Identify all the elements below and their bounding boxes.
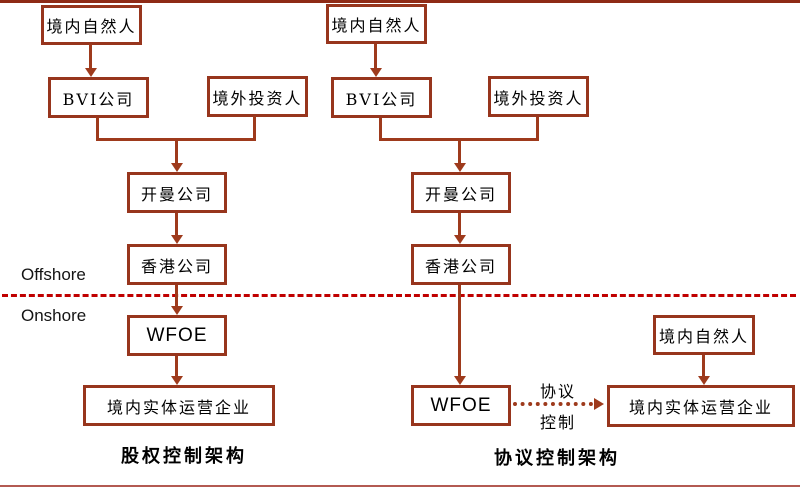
bottom-rule xyxy=(0,485,800,487)
node-left-cayman-company: 开曼公司 xyxy=(127,172,227,213)
arrow-vie-control-dotted-line xyxy=(513,402,593,406)
node-right-foreign-investor: 境外投资人 xyxy=(488,76,589,117)
arrow-right-cayman-to-hk-head xyxy=(454,235,466,244)
left-structure-title: 股权控制架构 xyxy=(121,446,247,467)
node-right-operating-entity-label: 境内实体运营企业 xyxy=(628,398,773,417)
node-right-bvi-company-label: BVI公司 xyxy=(345,89,418,109)
arrow-left-wfoe-to-entity-line xyxy=(175,356,178,376)
node-right-domestic-person-side-label: 境内自然人 xyxy=(658,327,749,346)
arrow-left-cayman-to-hk-line xyxy=(175,213,178,235)
node-right-domestic-person-side: 境内自然人 xyxy=(653,315,755,355)
top-accent-bar xyxy=(0,0,800,3)
arrow-right-hk-to-wfoe-head xyxy=(454,376,466,385)
node-left-hongkong-company: 香港公司 xyxy=(127,244,227,285)
arrow-right-merge-to-cayman-head xyxy=(454,163,466,172)
vie-control-label-line2: 控制 xyxy=(539,413,576,432)
arrow-right-person-to-bvi-head xyxy=(370,68,382,77)
connector-right-bvi-down xyxy=(379,118,382,141)
node-left-operating-entity: 境内实体运营企业 xyxy=(83,385,275,426)
node-right-domestic-person-top-label: 境内自然人 xyxy=(331,16,422,35)
right-structure-title: 协议控制架构 xyxy=(494,448,620,469)
arrow-right-person-to-entity-line xyxy=(702,355,705,376)
node-left-domestic-person: 境内自然人 xyxy=(41,5,142,45)
arrow-left-merge-to-cayman-head xyxy=(171,163,183,172)
connector-right-merge-bar xyxy=(379,138,539,141)
arrow-right-cayman-to-hk-line xyxy=(458,213,461,235)
node-right-operating-entity: 境内实体运营企业 xyxy=(607,385,795,427)
node-left-domestic-person-label: 境内自然人 xyxy=(46,17,137,36)
node-left-foreign-investor-label: 境外投资人 xyxy=(212,88,303,108)
node-left-hongkong-company-label: 香港公司 xyxy=(140,256,213,276)
node-left-bvi-company: BVI公司 xyxy=(48,77,149,118)
node-left-cayman-company-label: 开曼公司 xyxy=(140,184,213,204)
node-left-wfoe-label: WFOE xyxy=(146,324,208,346)
arrow-left-wfoe-to-entity-head xyxy=(171,376,183,385)
arrow-left-hk-to-wfoe-head xyxy=(171,306,183,315)
arrow-left-merge-to-cayman-line xyxy=(175,140,178,163)
node-right-wfoe-label: WFOE xyxy=(430,394,492,416)
node-left-foreign-investor: 境外投资人 xyxy=(207,76,308,117)
arrow-left-cayman-to-hk-head xyxy=(171,235,183,244)
node-right-cayman-company-label: 开曼公司 xyxy=(424,184,497,204)
arrow-left-person-to-bvi-head xyxy=(85,68,97,77)
node-right-wfoe: WFOE xyxy=(411,385,511,426)
offshore-onshore-divider xyxy=(2,294,796,297)
node-right-cayman-company: 开曼公司 xyxy=(411,172,511,213)
vie-control-label-line1: 协议 xyxy=(539,382,576,401)
node-right-hongkong-company: 香港公司 xyxy=(411,244,511,285)
connector-left-foreign-down xyxy=(253,116,256,141)
node-right-bvi-company: BVI公司 xyxy=(331,77,432,118)
arrow-left-person-to-bvi-line xyxy=(89,44,92,69)
node-left-wfoe: WFOE xyxy=(127,315,227,356)
connector-left-merge-bar xyxy=(96,138,256,141)
node-left-bvi-company-label: BVI公司 xyxy=(62,89,135,109)
arrow-right-hk-to-wfoe-line xyxy=(458,285,461,376)
arrow-left-hk-to-wfoe-line xyxy=(175,285,178,306)
connector-right-foreign-down xyxy=(536,117,539,141)
node-right-foreign-investor-label: 境外投资人 xyxy=(493,88,584,108)
node-right-domestic-person-top: 境内自然人 xyxy=(326,4,427,44)
node-right-hongkong-company-label: 香港公司 xyxy=(424,256,497,276)
node-left-operating-entity-label: 境内实体运营企业 xyxy=(106,397,251,417)
connector-left-bvi-down xyxy=(96,117,99,141)
onshore-label: Onshore xyxy=(21,306,87,325)
arrow-right-person-to-bvi-line xyxy=(374,44,377,69)
offshore-label: Offshore xyxy=(21,265,86,284)
arrow-vie-control-head xyxy=(594,398,604,410)
arrow-right-merge-to-cayman-line xyxy=(458,140,461,163)
arrow-right-person-to-entity-head xyxy=(698,376,710,385)
